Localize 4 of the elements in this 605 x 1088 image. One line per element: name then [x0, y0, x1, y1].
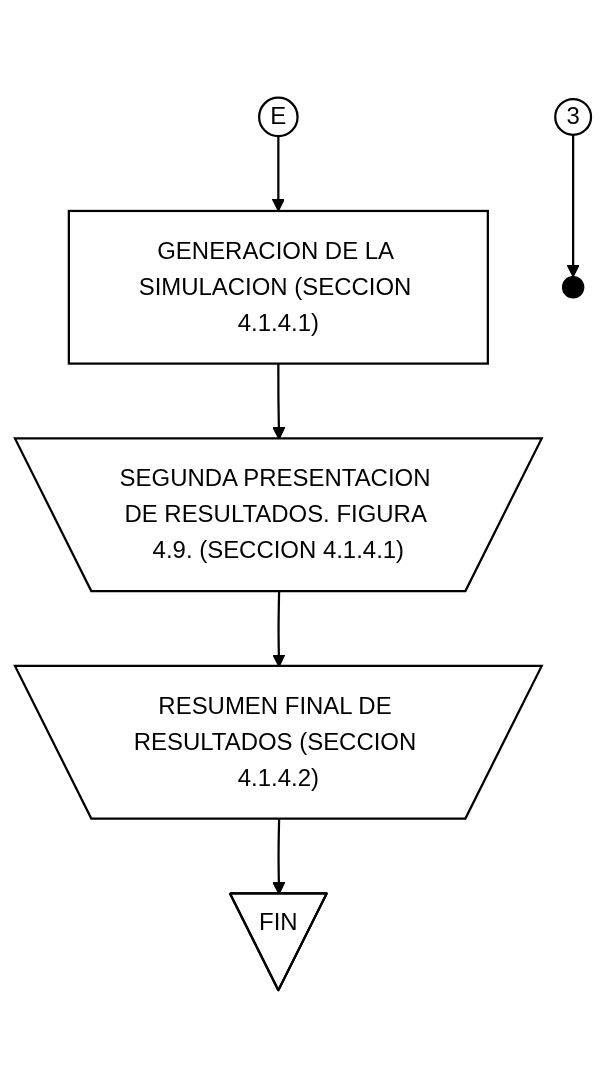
arrow: [566, 134, 580, 278]
node-circle: 3: [553, 97, 592, 136]
node-box: GENERACION DE LA SIMULACION (SECCION 4.1.4.1): [67, 209, 489, 365]
node-circle: E: [257, 96, 299, 138]
